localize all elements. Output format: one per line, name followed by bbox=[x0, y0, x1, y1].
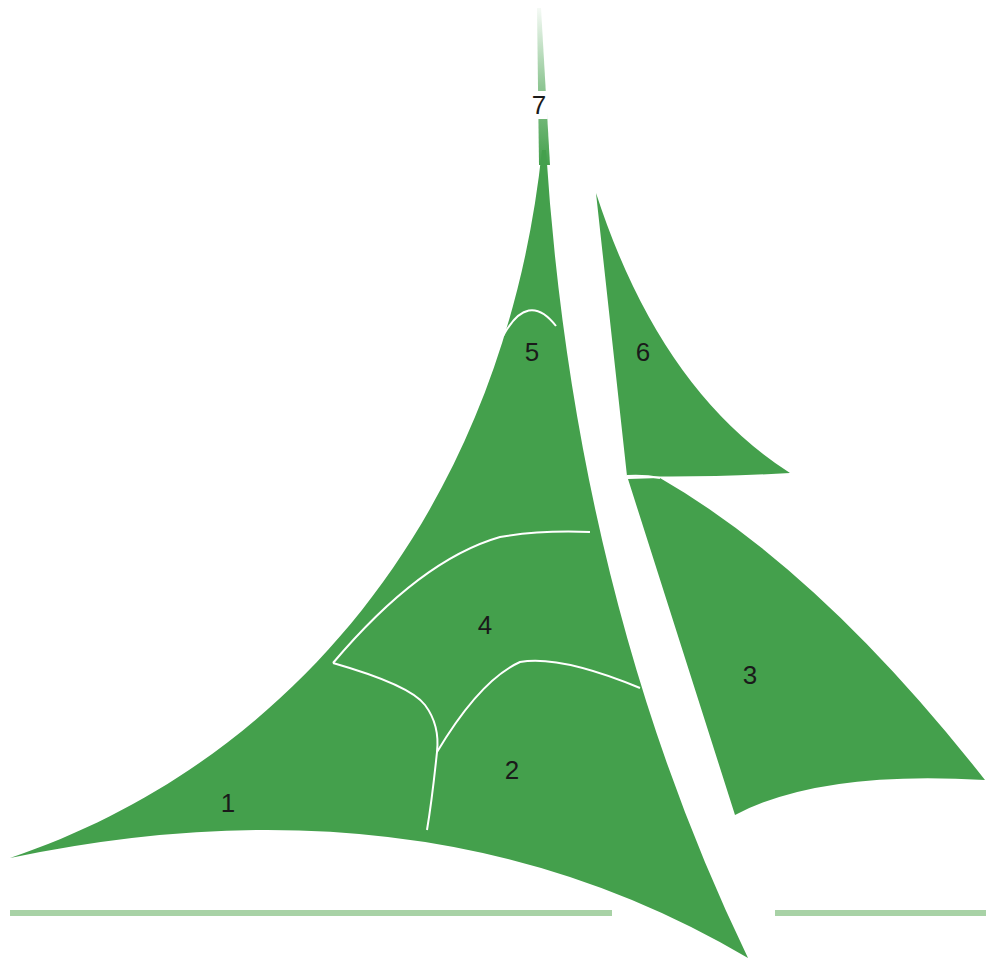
division-line bbox=[627, 476, 660, 478]
callout-number: 3 bbox=[741, 661, 759, 689]
mast-tip bbox=[537, 8, 550, 165]
top-sail bbox=[596, 193, 790, 477]
division-line bbox=[427, 752, 437, 830]
right-sail bbox=[628, 478, 985, 815]
division-lines bbox=[333, 310, 660, 830]
ground-line bbox=[775, 910, 986, 916]
division-line bbox=[333, 532, 590, 663]
ground-line bbox=[10, 910, 612, 916]
callout-number: 6 bbox=[634, 338, 652, 366]
callout-number: 1 bbox=[219, 789, 237, 817]
main-sail bbox=[10, 150, 748, 958]
division-line bbox=[333, 663, 438, 752]
division-line bbox=[437, 661, 640, 752]
callout-number: 2 bbox=[503, 756, 521, 784]
callout-number: 4 bbox=[476, 611, 494, 639]
callout-number: 5 bbox=[523, 338, 541, 366]
callout-number: 7 bbox=[530, 91, 548, 119]
division-line bbox=[503, 310, 556, 336]
